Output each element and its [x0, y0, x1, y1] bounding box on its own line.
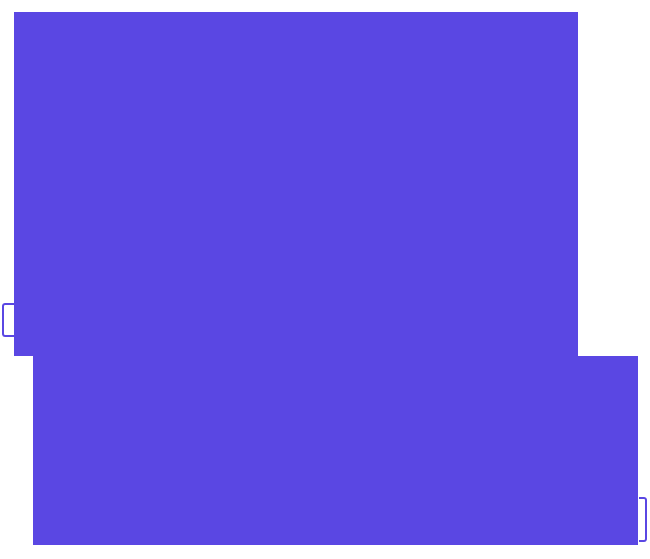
lower-block-shape: [33, 356, 638, 545]
right-bracket-outline: [639, 497, 647, 542]
upper-block-shape: [14, 12, 578, 356]
left-tab-outline: [2, 303, 16, 337]
